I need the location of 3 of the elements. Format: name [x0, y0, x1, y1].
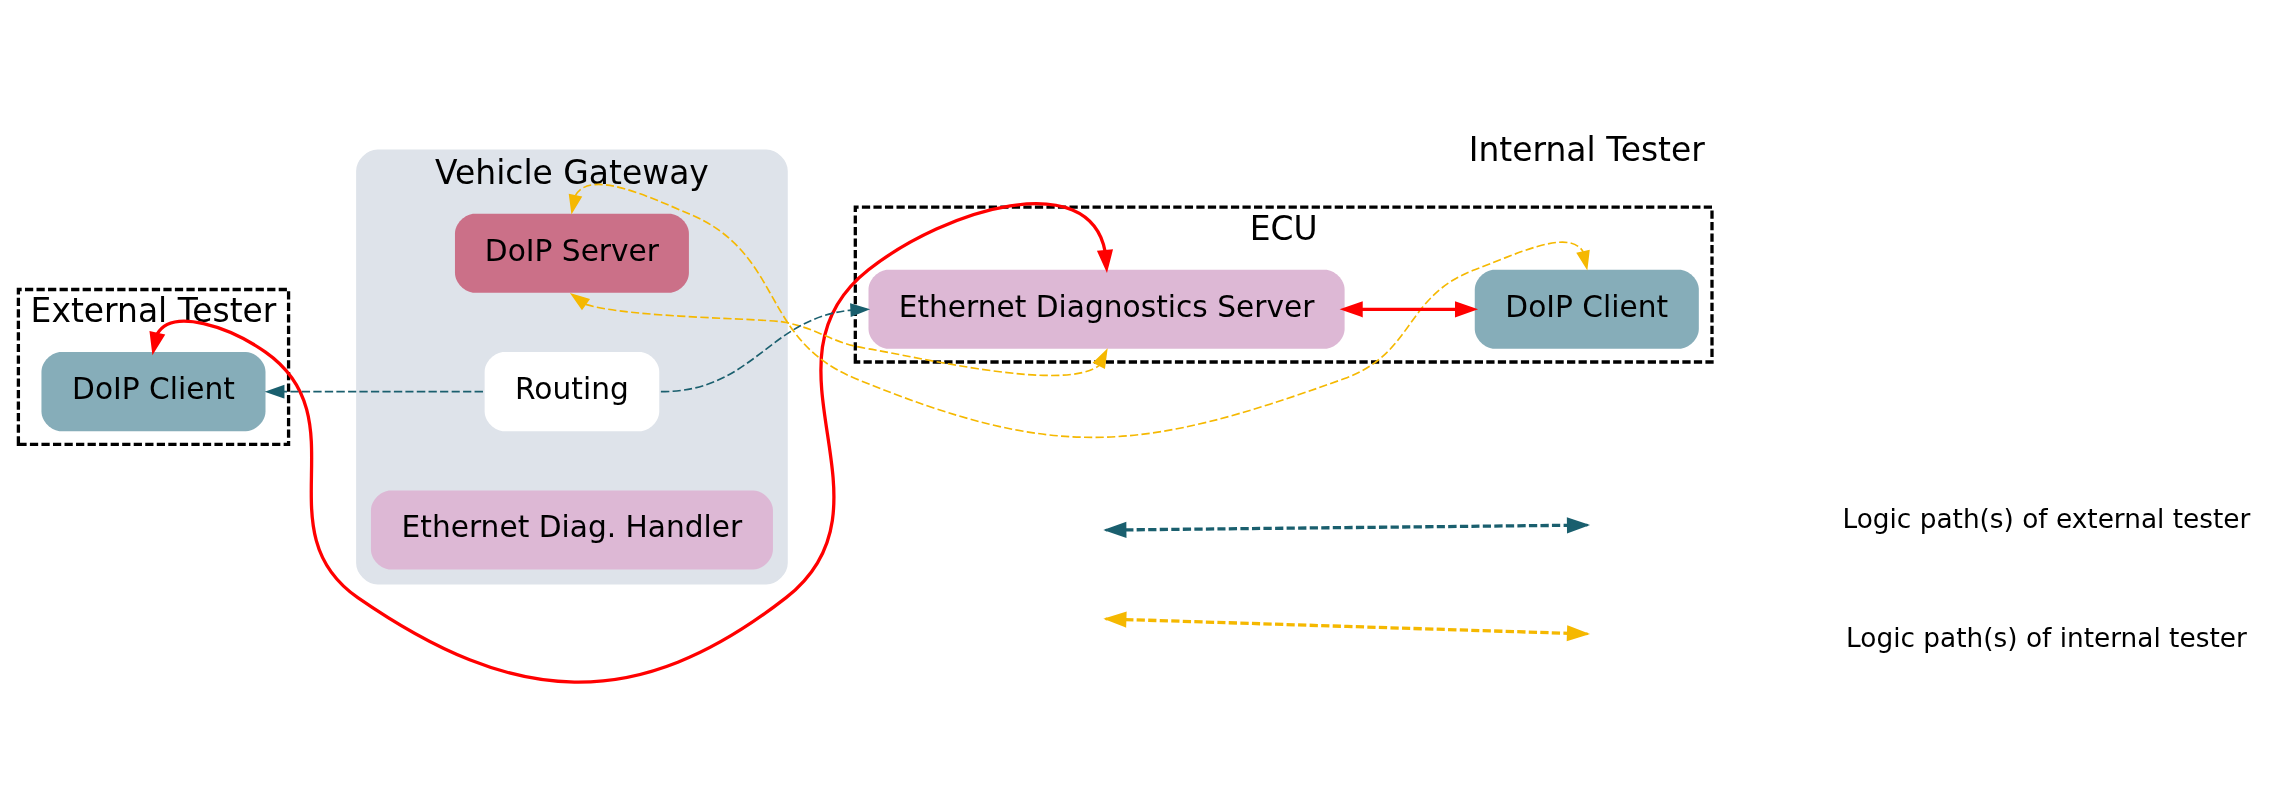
label: Internal Tester: [1468, 130, 1705, 170]
legend-label: Logic path(s) of internal tester: [1846, 622, 2247, 653]
legend-label: Logic path(s) of external tester: [1842, 504, 2251, 535]
